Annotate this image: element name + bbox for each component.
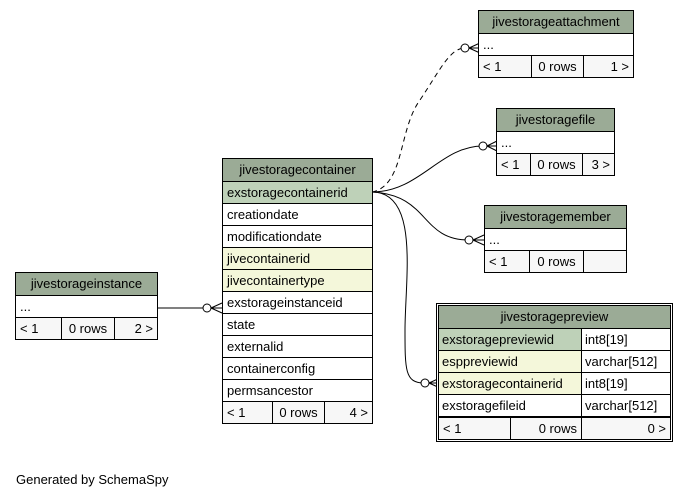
column-name: exstoragepreviewid	[442, 332, 555, 347]
parents-count[interactable]: < 1	[443, 421, 462, 436]
column-jivecontainerid: jivecontainerid	[223, 248, 372, 270]
column-exstoragepreviewid: exstoragepreviewid int8[19]	[439, 329, 670, 351]
column-exstoragecontainerid[interactable]: exstoragecontainerid	[223, 182, 372, 204]
connector-container-file	[371, 145, 484, 193]
column-ellipsis: ...	[485, 229, 626, 251]
table-footer: < 1 0 rows	[485, 251, 626, 272]
table-jivestorageinstance[interactable]: jivestorageinstance ... < 1 0 rows 2 >	[15, 272, 158, 340]
table-footer: < 1 0 rows 0 >	[439, 417, 670, 439]
table-footer: < 1 0 rows 2 >	[16, 318, 157, 339]
column-permsancestor: permsancestor	[223, 380, 372, 402]
table-jivestorageattachment[interactable]: jivestorageattachment ... < 1 0 rows 1 >	[478, 10, 634, 78]
children-count[interactable]	[583, 251, 626, 272]
children-count[interactable]: 4 >	[324, 402, 372, 423]
connector-container-member	[371, 191, 470, 241]
column-creationdate: creationdate	[223, 204, 372, 226]
table-jivestoragemember[interactable]: jivestoragemember ... < 1 0 rows	[484, 205, 627, 273]
children-count[interactable]: 3 >	[582, 154, 614, 175]
children-count[interactable]: 2 >	[114, 318, 157, 339]
parents-count[interactable]: < 1	[20, 321, 39, 336]
column-name: exstoragefileid	[442, 398, 526, 413]
column-name: esppreviewid	[442, 354, 518, 369]
table-title[interactable]: jivestoragemember	[485, 206, 626, 229]
row-count: 0 rows	[61, 318, 114, 339]
connector-preview-optional-circle	[420, 378, 430, 388]
parents-count[interactable]: < 1	[483, 59, 502, 74]
generated-by-label: Generated by SchemaSpy	[16, 472, 169, 487]
row-count: 0 rows	[529, 251, 583, 272]
connector-member-optional-circle	[464, 235, 474, 245]
table-title[interactable]: jivestorageattachment	[479, 11, 633, 34]
column-type: varchar[512]	[581, 351, 670, 372]
table-jivestoragepreview[interactable]: jivestoragepreview exstoragepreviewid in…	[436, 303, 673, 442]
row-count: 0 rows	[272, 402, 324, 423]
column-externalid: externalid	[223, 336, 372, 358]
table-title[interactable]: jivestorageinstance	[16, 273, 157, 296]
column-jivecontainertype: jivecontainertype	[223, 270, 372, 292]
connector-file-optional-circle	[478, 141, 488, 151]
column-esppreviewid: esppreviewid varchar[512]	[439, 351, 670, 373]
column-state: state	[223, 314, 372, 336]
connector-container-crowfoot	[210, 302, 223, 314]
row-count: 0 rows	[510, 418, 581, 439]
connector-container-attachment	[371, 47, 466, 193]
parents-count[interactable]: < 1	[489, 254, 508, 269]
children-count[interactable]: 0 >	[581, 418, 670, 439]
children-count[interactable]: 1 >	[583, 56, 633, 77]
column-exstoragefileid: exstoragefileid varchar[512]	[439, 395, 670, 417]
table-footer: < 1 0 rows 3 >	[497, 154, 614, 175]
column-exstorageinstanceid[interactable]: exstorageinstanceid	[223, 292, 372, 314]
column-type: int8[19]	[581, 373, 670, 394]
connector-member-crowfoot	[472, 234, 485, 246]
table-title[interactable]: jivestoragecontainer	[223, 159, 372, 182]
parents-count[interactable]: < 1	[227, 405, 246, 420]
column-type: int8[19]	[581, 329, 670, 350]
column-name: exstoragecontainerid	[442, 376, 563, 391]
column-ellipsis: ...	[497, 132, 614, 154]
column-modificationdate: modificationdate	[223, 226, 372, 248]
connector-container-preview	[371, 191, 425, 384]
column-ellipsis: ...	[479, 34, 633, 56]
row-count: 0 rows	[530, 154, 582, 175]
column-exstoragecontainerid[interactable]: exstoragecontainerid int8[19]	[439, 373, 670, 395]
table-title[interactable]: jivestoragepreview	[439, 306, 670, 329]
parents-count[interactable]: < 1	[501, 157, 520, 172]
row-count: 0 rows	[531, 56, 583, 77]
column-type: varchar[512]	[581, 395, 670, 416]
table-title[interactable]: jivestoragefile	[497, 109, 614, 132]
table-footer: < 1 0 rows 4 >	[223, 402, 372, 423]
connector-container-optional-circle	[202, 303, 212, 313]
column-ellipsis: ...	[16, 296, 157, 318]
table-jivestoragefile[interactable]: jivestoragefile ... < 1 0 rows 3 >	[496, 108, 615, 176]
table-jivestoragecontainer[interactable]: jivestoragecontainer exstoragecontaineri…	[222, 158, 373, 424]
table-footer: < 1 0 rows 1 >	[479, 56, 633, 77]
connector-attachment-optional-circle	[460, 43, 470, 53]
connector-file-crowfoot	[486, 140, 498, 152]
column-containerconfig: containerconfig	[223, 358, 372, 380]
